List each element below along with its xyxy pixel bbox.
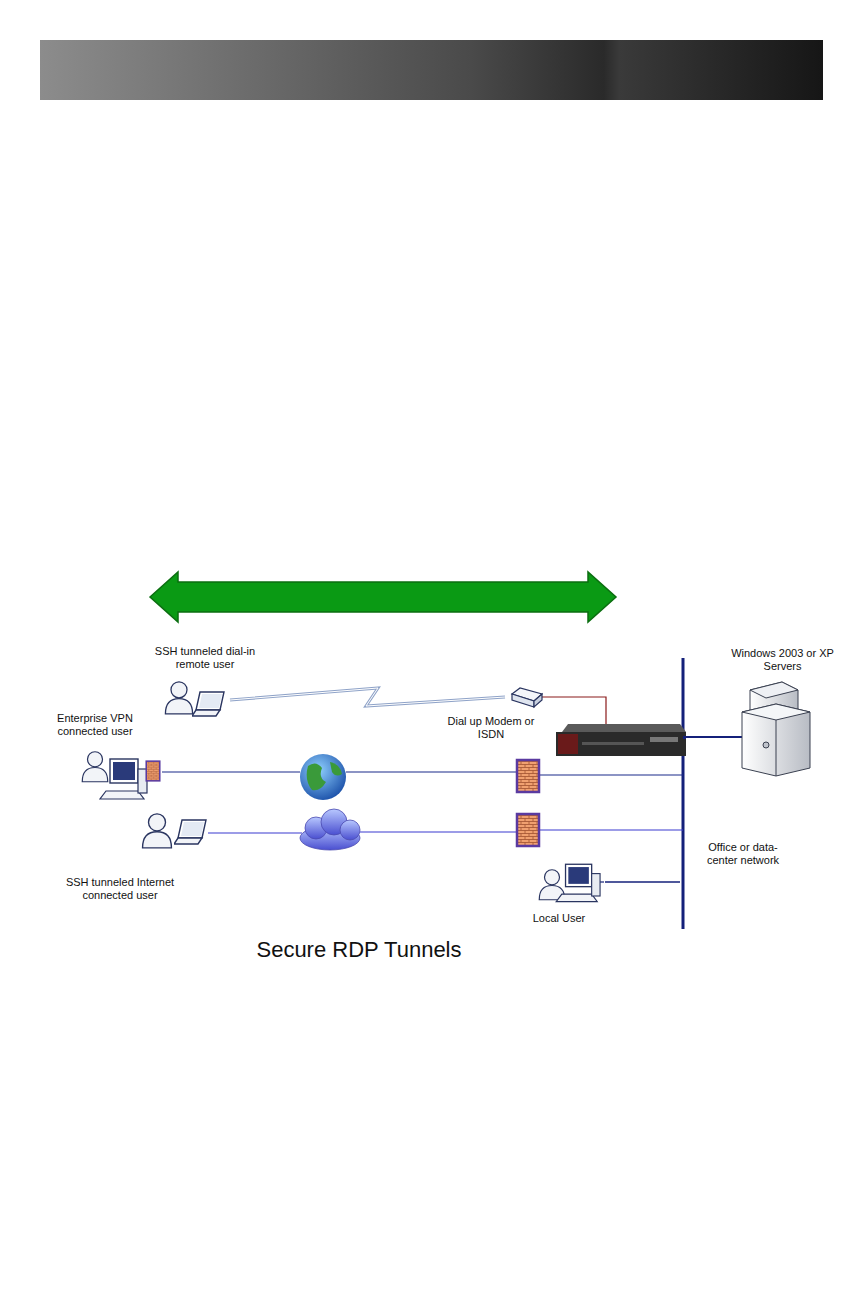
network-bus	[682, 658, 685, 929]
node-label: Local User	[524, 912, 594, 925]
user-icon	[82, 752, 108, 782]
node-label: Enterprise VPN connected user	[45, 712, 145, 738]
user-icon	[165, 682, 192, 714]
icon-node: Local User	[530, 858, 605, 928]
connector	[230, 688, 505, 706]
console-server	[556, 724, 686, 756]
laptop-icon	[174, 820, 206, 844]
laptop-icon	[192, 692, 224, 716]
internet-wires	[208, 830, 683, 833]
modem-cable	[540, 697, 606, 726]
icon-node: Windows 2003 or XP Servers	[730, 645, 835, 777]
desktop-icon	[100, 759, 147, 799]
double-arrow	[150, 572, 616, 622]
icon-node: Dial up Modem or ISDN	[505, 686, 547, 748]
node-label: SSH tunneled dial-in remote user	[140, 645, 270, 671]
desktop-icon	[556, 864, 600, 901]
connector	[605, 882, 680, 883]
header-bar	[40, 40, 823, 100]
node-label: Windows 2003 or XP Servers	[730, 647, 835, 673]
icon-node: SSH tunneled dial-in remote user	[140, 645, 230, 720]
user-icon	[143, 814, 172, 848]
caption: Secure RDP Tunnels	[199, 937, 519, 963]
globe-icon	[300, 754, 346, 800]
wire	[683, 736, 742, 738]
icon-node: Office or data-center network	[680, 836, 792, 930]
icon-node: SSH tunneled Internet connected user	[55, 805, 215, 905]
node-label: Dial up Modem or ISDN	[441, 715, 541, 741]
firewall-icon	[517, 814, 539, 846]
vpn-wires	[162, 772, 683, 775]
node-label: Office or data-center network	[700, 841, 786, 867]
firewall-icon	[517, 760, 539, 792]
modem-icon	[512, 688, 542, 707]
node-label: SSH tunneled Internet connected user	[55, 876, 185, 902]
firewall-icon	[146, 761, 160, 781]
server-icon	[742, 682, 810, 776]
icon-node: Enterprise VPN connected user	[45, 712, 163, 804]
cloud-icon	[300, 809, 360, 850]
